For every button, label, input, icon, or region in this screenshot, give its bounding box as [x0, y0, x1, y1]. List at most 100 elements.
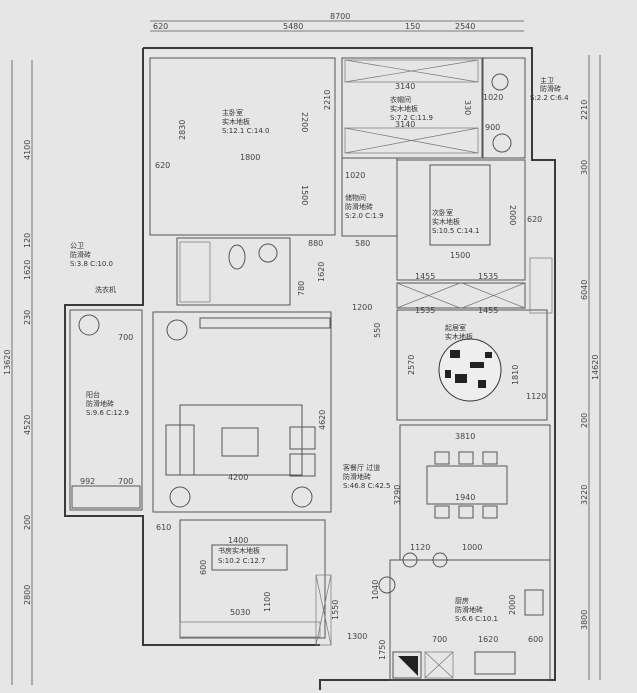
room-kitchen: 厨房 防滑地砖 S:6.6 C:10.1	[455, 596, 498, 623]
room-floor: 防滑地砖	[343, 472, 371, 481]
room-name: 次卧室	[432, 208, 453, 217]
dim-left-4: 4520	[23, 415, 32, 435]
dim-hall-780: 780	[297, 281, 306, 296]
laundry-label: 洗衣机	[95, 285, 116, 294]
dim-left-5: 200	[23, 515, 32, 530]
room-floor: 防滑地砖	[86, 399, 114, 408]
room-name: 主卧室	[222, 108, 243, 117]
room-name: 主卫	[540, 76, 554, 85]
dim-master-side: 2830	[178, 120, 187, 140]
dim-left-0: 4100	[23, 140, 32, 160]
dim-closet-v: 330	[463, 100, 472, 115]
room-area: S:9.6 C:12.9	[86, 409, 129, 417]
room-floor: 防滑砖	[70, 250, 91, 259]
dim-den-1120: 1120	[526, 392, 546, 401]
dim-study-5030: 5030	[230, 608, 250, 617]
dim-right-3: 200	[580, 413, 589, 428]
dim-left-3: 230	[23, 310, 32, 325]
dim-wardrobe-d: 1455	[478, 306, 498, 315]
top-dimensions: 8700 620 5480 150 2540	[150, 12, 524, 32]
dim-kitchen-1300: 1300	[347, 632, 367, 641]
dim-closet-top: 3140	[395, 82, 415, 91]
room-area: S:6.6 C:10.1	[455, 615, 498, 623]
room-closet: 衣帽间 实木地板 S:7.2 C:11.9	[390, 95, 433, 122]
room-labels: 主卧室 实木地板 S:12.1 C:14.0 衣帽间 实木地板 S:7.2 C:…	[70, 76, 569, 623]
dim-right-2: 6040	[580, 280, 589, 300]
room-name: 储物间	[345, 193, 366, 202]
dim-kitchen-1750: 1750	[378, 640, 387, 660]
dim-kitchen-1620: 1620	[478, 635, 498, 644]
room-second-bedroom: 次卧室 实木地板 S:10.5 C:14.1	[432, 208, 479, 235]
walls	[64, 47, 556, 690]
dim-bath-w: 1020	[483, 93, 503, 102]
dim-bar-1000: 1000	[462, 543, 482, 552]
dim-living-h: 4620	[318, 410, 327, 430]
dim-right-1: 300	[580, 160, 589, 175]
dim-second-620: 620	[527, 215, 542, 224]
dim-balcony-992: 992	[80, 477, 95, 486]
dim-master-w: 1800	[240, 153, 260, 162]
room-name: 公卫	[70, 242, 84, 250]
room-study: 书房 实木地板 S:10.2 C:12.7	[218, 546, 265, 565]
dim-bar-1040: 1040	[371, 580, 380, 600]
dim-master-h: 2200	[300, 112, 309, 132]
dim-top-1: 5480	[283, 22, 303, 31]
dim-left-total: 13620	[3, 350, 12, 375]
room-floor: 防滑砖	[540, 84, 561, 93]
dim-study-h: 1100	[263, 592, 272, 612]
room-area: S:2.0 C:1.9	[345, 212, 384, 220]
dim-second-h: 2000	[508, 205, 517, 225]
dim-hall-1200: 1200	[352, 303, 372, 312]
dim-top-3: 2540	[455, 22, 475, 31]
dim-hall-1550: 1550	[331, 600, 340, 620]
room-den: 起居室 实木地板	[445, 323, 473, 341]
room-floor: 实木地板	[222, 117, 250, 126]
room-area: S:3.8 C:10.0	[70, 260, 113, 268]
inner-dimensions: 1800 2200 2830 620 1500 2210 3140 3140 3…	[80, 82, 546, 660]
room-name: 起居室	[445, 323, 466, 332]
room-balcony: 阳台 防滑地砖 S:9.6 C:12.9	[86, 390, 129, 417]
room-floor: 防滑地砖	[345, 202, 373, 211]
room-floor: 防滑地砖	[455, 605, 483, 614]
dim-dining-w: 3810	[455, 432, 475, 441]
room-floor: 实木地板	[445, 332, 473, 341]
dim-hall-880: 880	[308, 239, 323, 248]
dim-left-1: 1620	[23, 260, 32, 280]
dim-kitchen-700: 700	[432, 635, 447, 644]
dim-top-2: 150	[405, 22, 420, 31]
dim-bath-900: 900	[485, 123, 500, 132]
dim-wardrobe-a: 1455	[415, 272, 435, 281]
dim-study-w: 1400	[228, 536, 248, 545]
dim-kitchen-2000: 2000	[508, 595, 517, 615]
room-name: 阳台	[86, 390, 100, 399]
dim-hall-580: 580	[355, 239, 370, 248]
room-area: S:12.1 C:14.0	[222, 127, 269, 135]
dim-storage-w: 1020	[345, 171, 365, 180]
room-name: 厨房	[455, 596, 469, 605]
room-area: S:10.5 C:14.1	[432, 227, 479, 235]
room-area: S:2.2 C:6.4	[530, 94, 569, 102]
room-name: 书房	[218, 546, 232, 555]
dim-bar-1120: 1120	[410, 543, 430, 552]
dim-den-1810: 1810	[511, 365, 520, 385]
dim-top-total: 8700	[330, 12, 350, 21]
dim-right-0: 2210	[580, 100, 589, 120]
dim-dining-h: 3290	[393, 485, 402, 505]
dim-wardrobe-c: 1535	[415, 306, 435, 315]
dim-closet-h: 2210	[323, 90, 332, 110]
dim-left-6: 2800	[23, 585, 32, 605]
dim-right-4: 3220	[580, 485, 589, 505]
dim-master-620: 620	[155, 161, 170, 170]
dim-wardrobe-b: 1535	[478, 272, 498, 281]
room-storage: 储物间 防滑地砖 S:2.0 C:1.9	[345, 193, 384, 220]
dim-balcony-700: 700	[118, 333, 133, 342]
room-name: 衣帽间	[390, 95, 411, 104]
dim-kitchen-600: 600	[528, 635, 543, 644]
room-area: S:10.2 C:12.7	[218, 557, 265, 565]
dim-study-610: 610	[156, 523, 171, 532]
room-floor: 实木地板	[432, 217, 460, 226]
dim-living-w: 4200	[228, 473, 248, 482]
dim-master-1500: 1500	[300, 185, 309, 205]
dim-balcony-700b: 700	[118, 477, 133, 486]
